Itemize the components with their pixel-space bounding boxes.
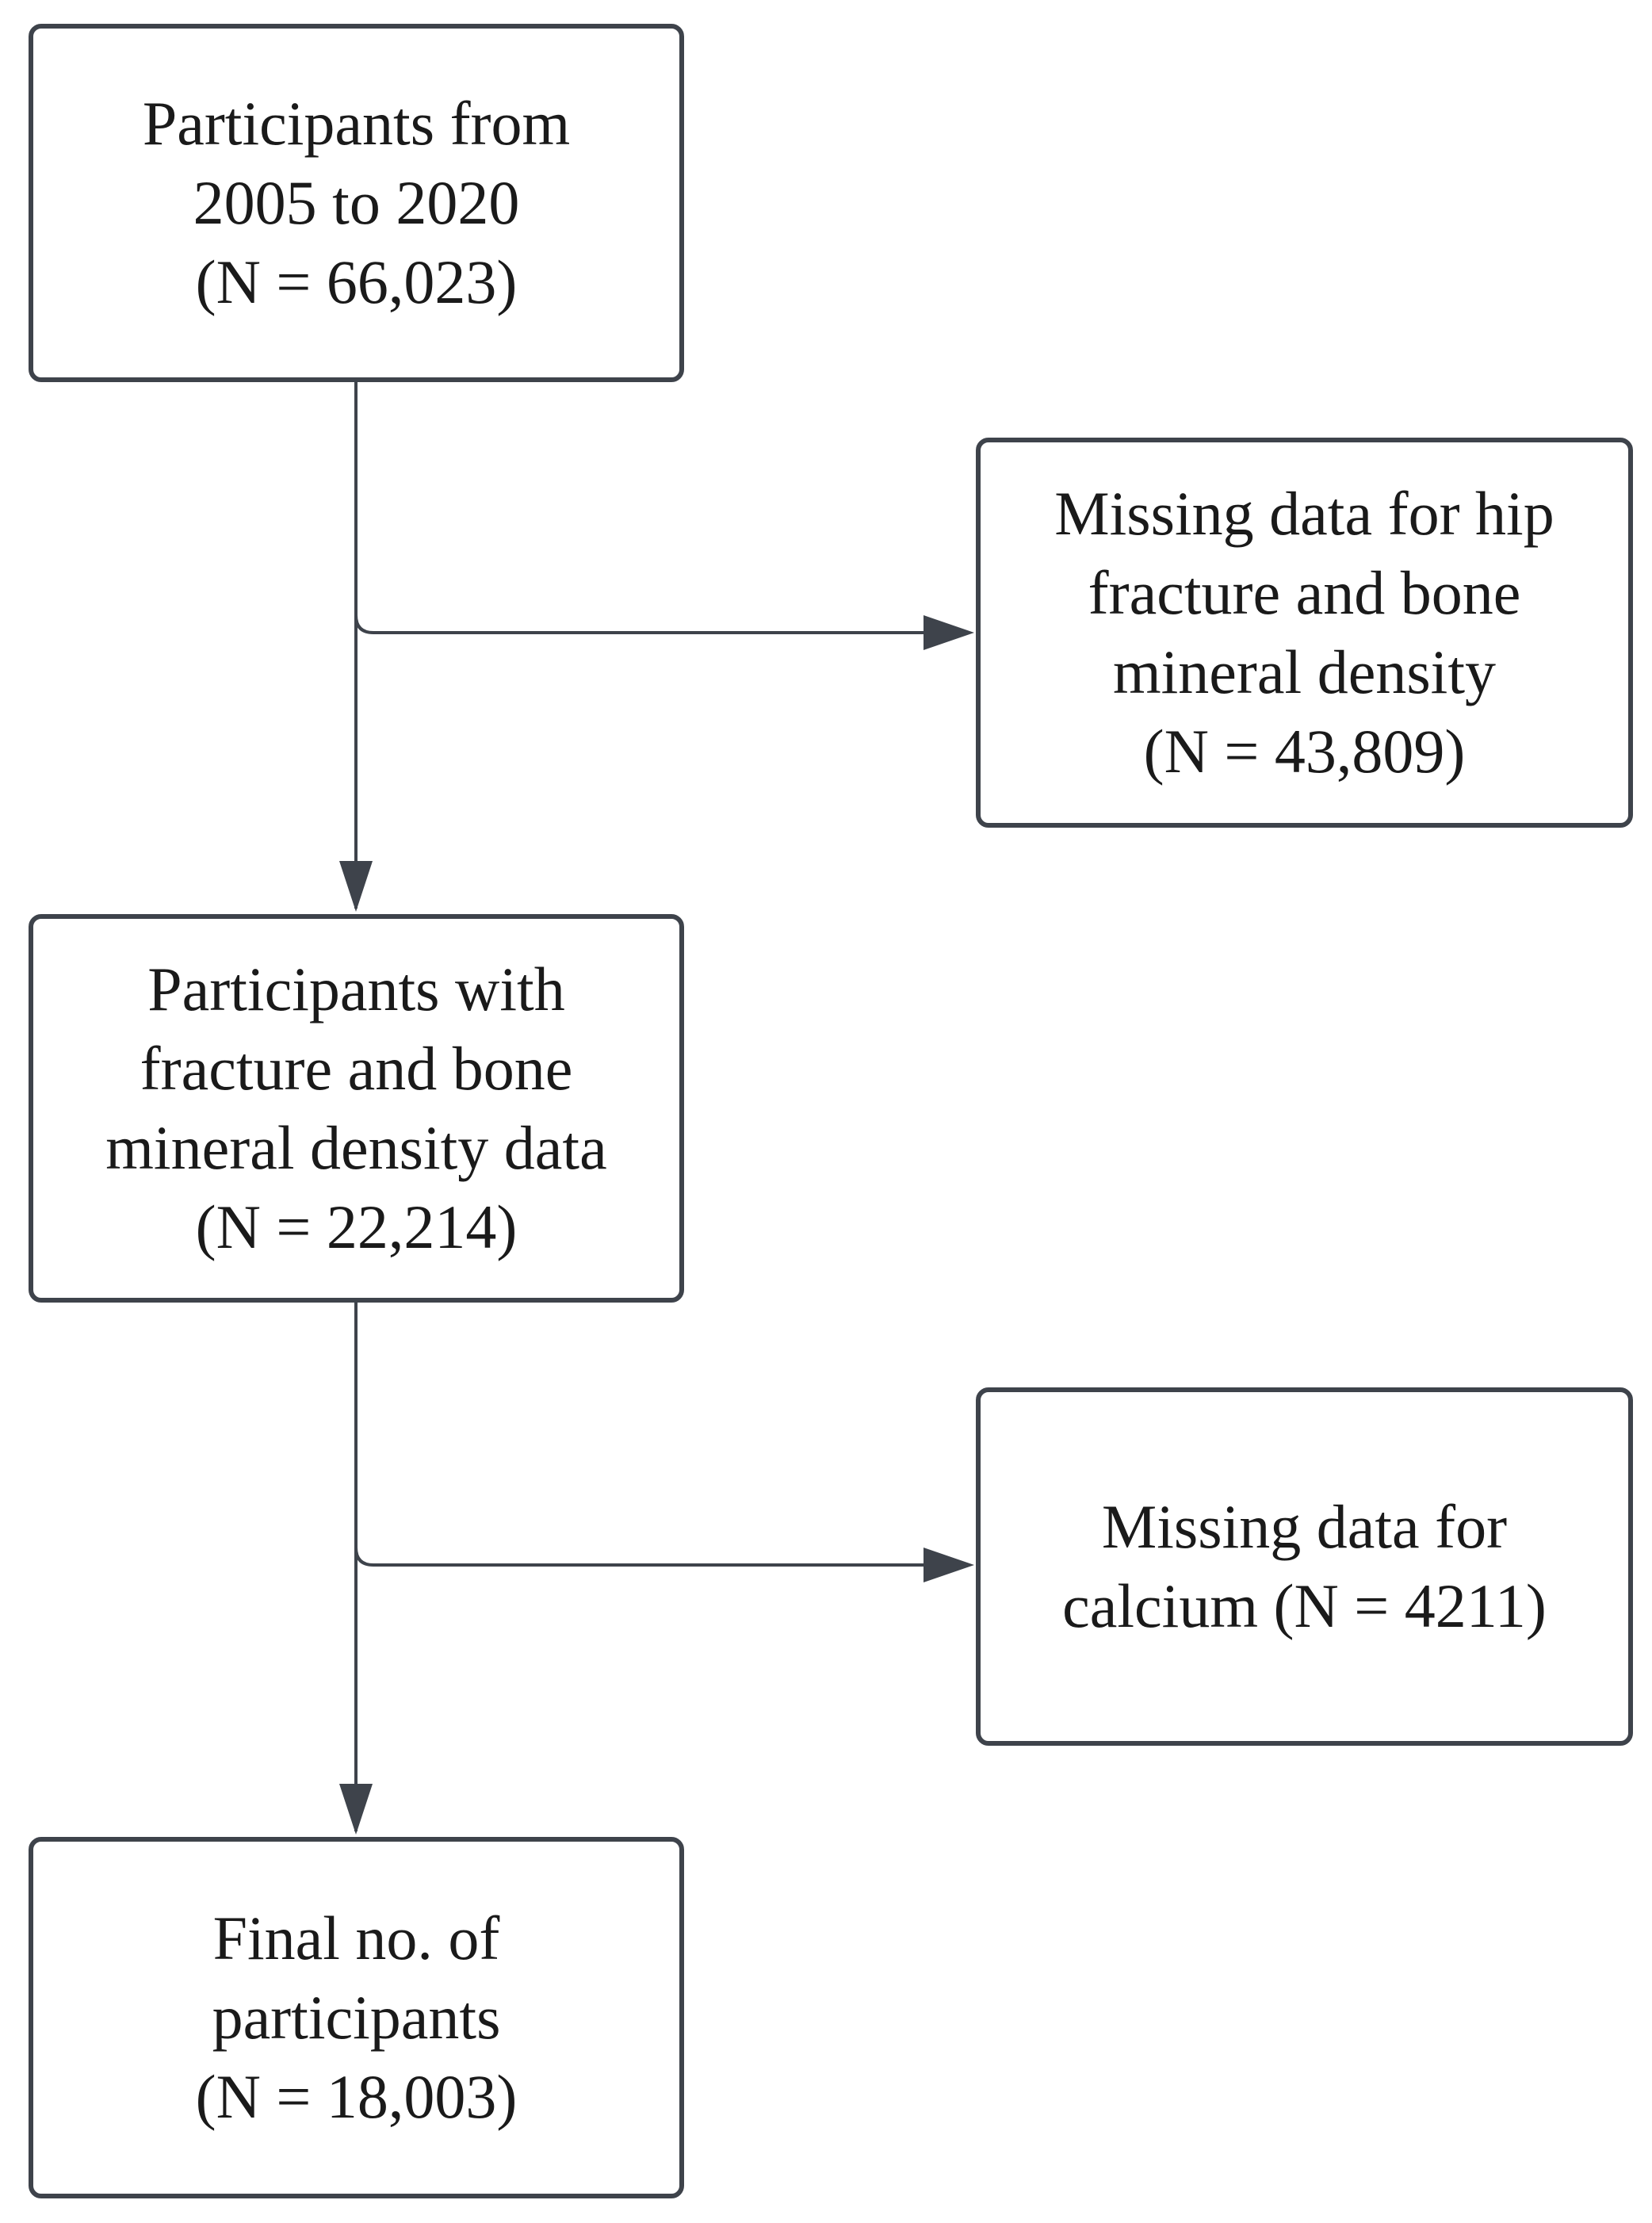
box-line: fracture and bone (1088, 558, 1521, 627)
box-line: 2005 to 2020 (193, 168, 520, 237)
box-line: mineral density (1112, 637, 1497, 706)
box-line: Missing data for (1101, 1492, 1508, 1561)
box-line: (N = 66,023) (195, 247, 518, 316)
exclusion-text-calcium: Missing data for calcium (N = 4211) (1062, 1487, 1547, 1646)
arrowhead-branch-to-exclusion-2 (924, 1548, 974, 1582)
box-line: (N = 43,809) (1143, 717, 1466, 786)
box-line: Final no. of (212, 1904, 500, 1972)
arrowhead-start-to-middle (339, 861, 373, 912)
arrowhead-middle-to-final (339, 1784, 373, 1835)
exclusion-box-hip-fracture-bmd: Missing data for hip fracture and bone m… (976, 438, 1633, 828)
exclusion-text-hip-fracture-bmd: Missing data for hip fracture and bone m… (1054, 474, 1554, 791)
arrow-branch-to-exclusion-1 (354, 614, 927, 634)
box-line: Missing data for hip (1054, 479, 1554, 548)
start-participants-box: Participants from 2005 to 2020 (N = 66,0… (29, 24, 684, 382)
start-participants-text: Participants from 2005 to 2020 (N = 66,0… (143, 84, 570, 322)
box-line: Participants from (142, 89, 571, 158)
final-participants-text: Final no. of participants (N = 18,003) (196, 1899, 518, 2137)
box-line: mineral density data (105, 1113, 607, 1182)
exclusion-box-calcium: Missing data for calcium (N = 4211) (976, 1387, 1633, 1746)
arrow-branch-to-exclusion-2 (354, 1547, 927, 1567)
box-line: participants (212, 1983, 501, 2052)
middle-participants-box: Participants with fracture and bone mine… (29, 914, 684, 1303)
box-line: (N = 22,214) (195, 1192, 518, 1261)
box-line: calcium (N = 4211) (1062, 1571, 1547, 1640)
box-line: fracture and bone (140, 1034, 573, 1103)
final-participants-box: Final no. of participants (N = 18,003) (29, 1837, 684, 2198)
box-line: (N = 18,003) (195, 2062, 518, 2131)
arrowhead-branch-to-exclusion-1 (924, 615, 974, 650)
middle-participants-text: Participants with fracture and bone mine… (105, 950, 606, 1267)
box-line: Participants with (147, 955, 565, 1023)
